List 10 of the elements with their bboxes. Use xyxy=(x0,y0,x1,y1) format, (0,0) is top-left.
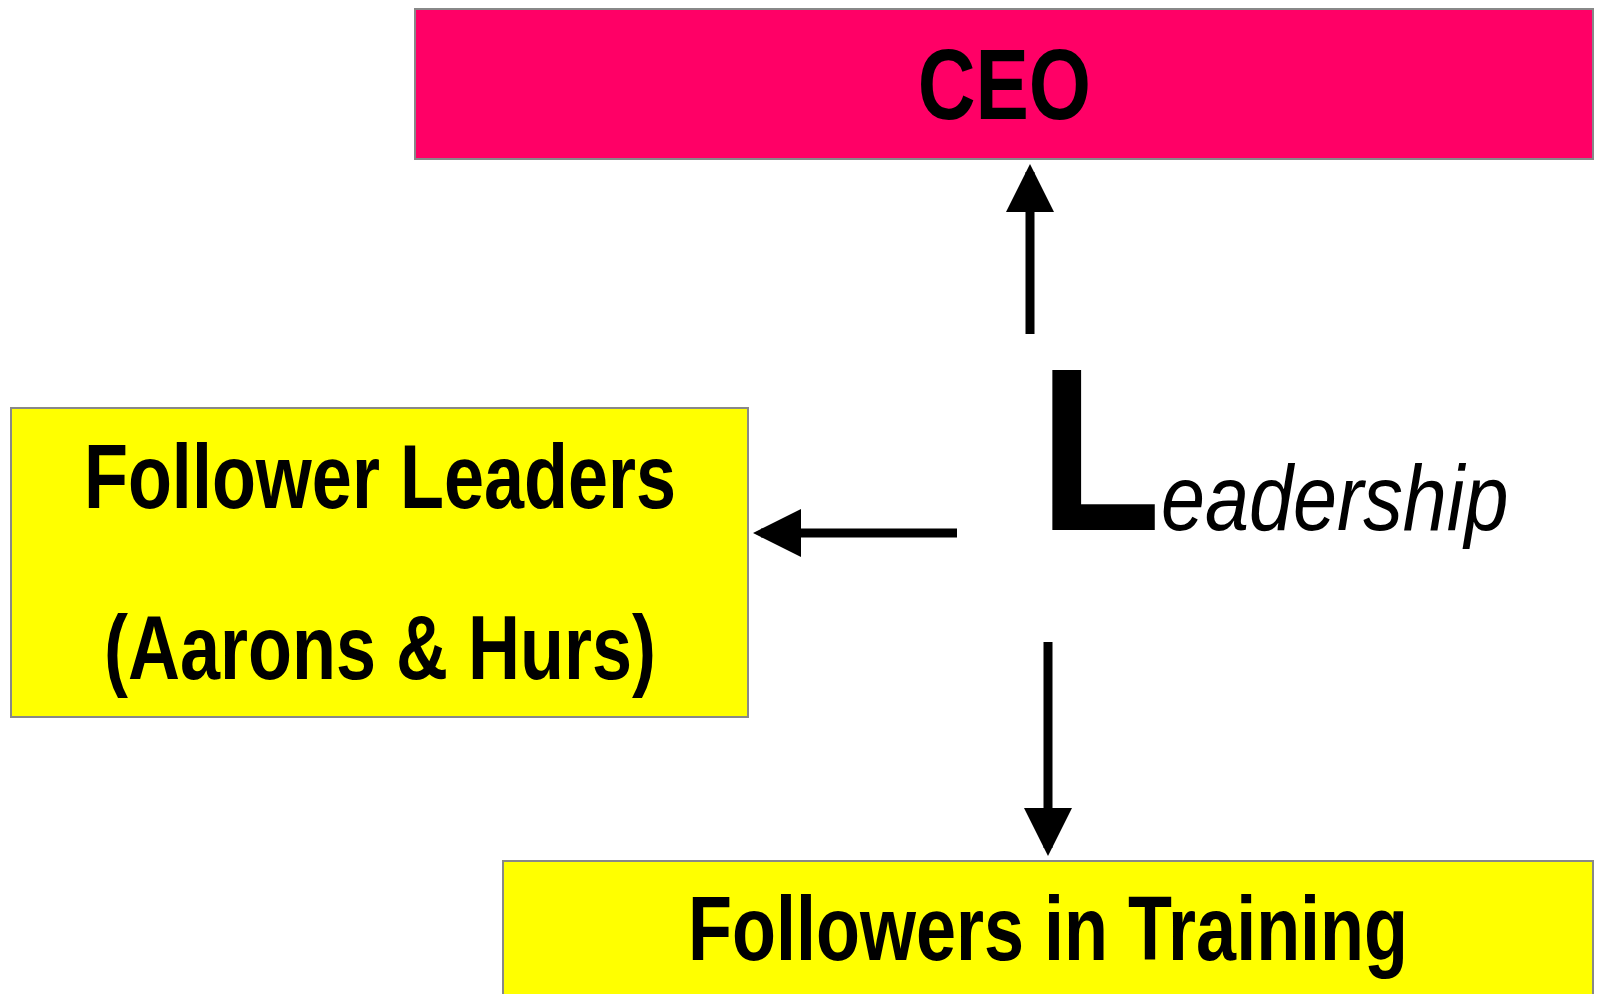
box-label: Followers in Training xyxy=(687,878,1409,981)
box-label: Follower Leaders (Aarons & Hurs) xyxy=(82,425,677,700)
followers-in-training-box xyxy=(502,860,1594,994)
leadership-label: Leadership xyxy=(1039,334,1509,566)
arrow xyxy=(753,509,957,557)
ceo-box xyxy=(414,8,1594,160)
box-label: CEO xyxy=(917,26,1091,142)
arrow xyxy=(1024,642,1072,856)
arrow xyxy=(1006,164,1054,334)
follower-leaders-box xyxy=(10,407,749,718)
